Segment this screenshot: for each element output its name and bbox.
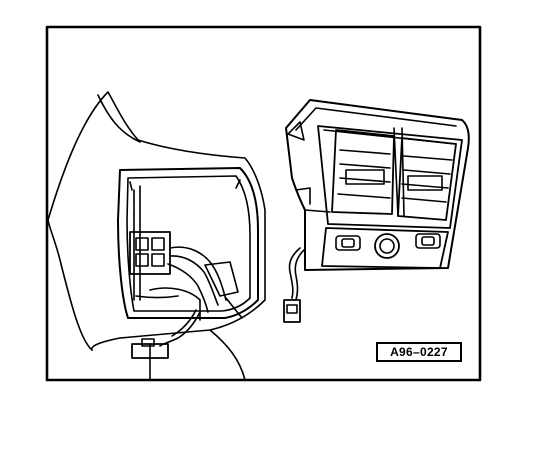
figure-reference-code: A96–0227 <box>376 342 462 362</box>
wiring-connector <box>131 309 201 359</box>
rear-air-vent-unit <box>285 99 470 271</box>
wiring-connector <box>283 247 305 323</box>
console-trim-panel <box>47 91 266 381</box>
frame-border <box>45 25 482 382</box>
